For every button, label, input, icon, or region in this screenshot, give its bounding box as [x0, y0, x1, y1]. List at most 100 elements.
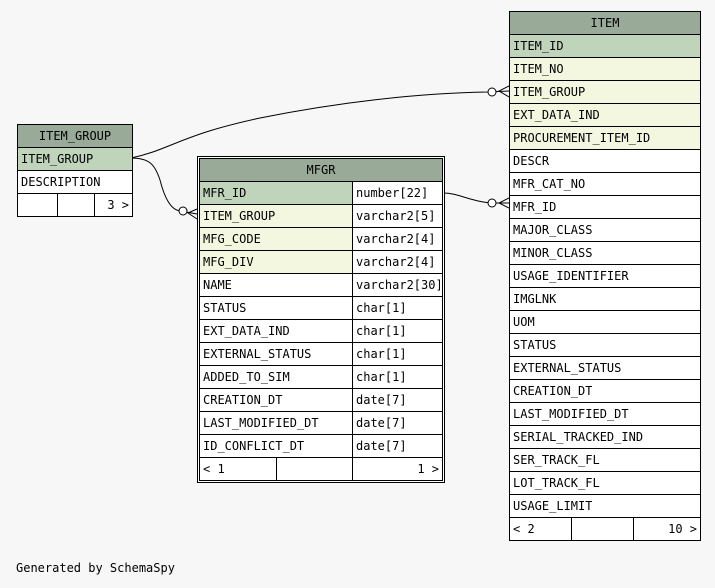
column-row: UOM	[510, 311, 700, 334]
column-name: MFR_ID	[513, 200, 557, 214]
column-row: MINOR_CLASS	[510, 242, 700, 265]
column-name: ADDED_TO_SIM	[203, 370, 290, 384]
column-name: NAME	[203, 278, 232, 292]
rel-itemgroup-to-mfgr	[130, 157, 198, 215]
rel-mfgr-to-item	[441, 192, 509, 204]
column-type: number[22]	[352, 182, 442, 204]
table-mfgr[interactable]: MFGR MFR_ID number[22] ITEM_GROUP varcha…	[197, 156, 445, 483]
column-row: SER_TRACK_FL	[510, 449, 700, 472]
column-name: STATUS	[203, 301, 247, 315]
table-name: ITEM	[590, 16, 620, 30]
column-type: varchar2[5]	[352, 205, 442, 227]
column-name: DESCR	[513, 154, 550, 168]
column-row: CREATION_DT date[7]	[200, 389, 442, 412]
column-row: SERIAL_TRACKED_IND	[510, 426, 700, 449]
column-name: MFR_ID	[203, 186, 247, 200]
rel-itemgroup-to-item	[130, 90, 510, 159]
column-row: USAGE_IDENTIFIER	[510, 265, 700, 288]
column-row: EXTERNAL_STATUS char[1]	[200, 343, 442, 366]
column-name: ITEM_ID	[513, 39, 564, 53]
column-type: char[1]	[352, 320, 442, 342]
column-row: ITEM_ID	[510, 35, 700, 58]
column-name: MFR_CAT_NO	[513, 177, 586, 191]
crowfoot-marker	[497, 85, 510, 98]
column-name: LAST_MODIFIED_DT	[203, 416, 319, 430]
column-row: DESCRIPTION	[18, 171, 132, 194]
rel-optional-marker	[178, 206, 188, 216]
column-name: LOT_TRACK_FL	[513, 476, 600, 490]
table-name: ITEM_GROUP	[38, 129, 112, 143]
column-name: CREATION_DT	[203, 393, 283, 407]
column-name: MFG_DIV	[203, 255, 254, 269]
footer-middle	[57, 194, 94, 216]
crowfoot-marker	[497, 197, 510, 209]
table-footer: < 2 10 >	[510, 518, 700, 540]
column-name: EXT_DATA_IND	[203, 324, 290, 338]
column-name: ID_CONFLICT_DT	[203, 439, 305, 453]
column-row: USAGE_LIMIT	[510, 495, 700, 518]
column-type: date[7]	[352, 412, 442, 434]
column-name: MFG_CODE	[203, 232, 261, 246]
column-name: UOM	[513, 315, 535, 329]
column-row: MAJOR_CLASS	[510, 219, 700, 242]
column-type: date[7]	[352, 435, 442, 457]
rel-optional-marker	[487, 87, 497, 97]
column-row: ITEM_GROUP	[18, 148, 132, 171]
column-type: char[1]	[352, 343, 442, 365]
rel-optional-marker	[487, 198, 497, 208]
table-item[interactable]: ITEM ITEM_ID ITEM_NO ITEM_GROUP EXT_DATA…	[509, 11, 701, 541]
column-name: ITEM_GROUP	[21, 152, 94, 166]
column-row: EXT_DATA_IND	[510, 104, 700, 127]
footer-left: < 1	[203, 462, 225, 476]
column-row: STATUS char[1]	[200, 297, 442, 320]
column-name: EXT_DATA_IND	[513, 108, 600, 122]
column-row: LOT_TRACK_FL	[510, 472, 700, 495]
column-row: LAST_MODIFIED_DT date[7]	[200, 412, 442, 435]
column-type: date[7]	[352, 389, 442, 411]
column-name: USAGE_IDENTIFIER	[513, 269, 629, 283]
column-name: STATUS	[513, 338, 557, 352]
column-row: MFR_ID	[510, 196, 700, 219]
footer-right: 3 >	[94, 194, 132, 216]
column-row: MFG_CODE varchar2[4]	[200, 228, 442, 251]
column-row: ADDED_TO_SIM char[1]	[200, 366, 442, 389]
column-name: ITEM_GROUP	[513, 85, 586, 99]
footer-right: 1 >	[352, 458, 442, 480]
column-row: ITEM_GROUP varchar2[5]	[200, 205, 442, 228]
column-name: EXTERNAL_STATUS	[513, 361, 622, 375]
column-name: PROCUREMENT_ITEM_ID	[513, 131, 651, 145]
column-type: varchar2[4]	[352, 251, 442, 273]
column-type: varchar2[30]	[352, 274, 442, 296]
crowfoot-marker	[186, 208, 198, 220]
footer-middle	[276, 458, 352, 480]
column-row: MFG_DIV varchar2[4]	[200, 251, 442, 274]
column-name: ITEM_NO	[513, 62, 564, 76]
column-name: IMGLNK	[513, 292, 557, 306]
column-name: CREATION_DT	[513, 384, 593, 398]
column-type: char[1]	[352, 297, 442, 319]
column-type: char[1]	[352, 366, 442, 388]
column-row: ITEM_GROUP	[510, 81, 700, 104]
column-row: MFR_CAT_NO	[510, 173, 700, 196]
column-type: varchar2[4]	[352, 228, 442, 250]
column-row: LAST_MODIFIED_DT	[510, 403, 700, 426]
table-footer: < 1 1 >	[200, 458, 442, 480]
table-item-group[interactable]: ITEM_GROUP ITEM_GROUP DESCRIPTION 3 >	[17, 124, 133, 217]
footer-right: 10 >	[633, 518, 700, 540]
column-name: USAGE_LIMIT	[513, 499, 593, 513]
column-name: DESCRIPTION	[21, 175, 101, 189]
column-row: STATUS	[510, 334, 700, 357]
footer-left	[18, 194, 57, 216]
column-row: CREATION_DT	[510, 380, 700, 403]
column-name: MINOR_CLASS	[513, 246, 593, 260]
table-header: ITEM_GROUP	[18, 125, 132, 148]
generated-by-credit: Generated by SchemaSpy	[16, 561, 175, 575]
table-name: MFGR	[306, 163, 336, 177]
column-row: EXT_DATA_IND char[1]	[200, 320, 442, 343]
column-row: PROCUREMENT_ITEM_ID	[510, 127, 700, 150]
column-name: LAST_MODIFIED_DT	[513, 407, 629, 421]
table-header: MFGR	[200, 159, 442, 182]
column-row: IMGLNK	[510, 288, 700, 311]
column-name: ITEM_GROUP	[203, 209, 276, 223]
